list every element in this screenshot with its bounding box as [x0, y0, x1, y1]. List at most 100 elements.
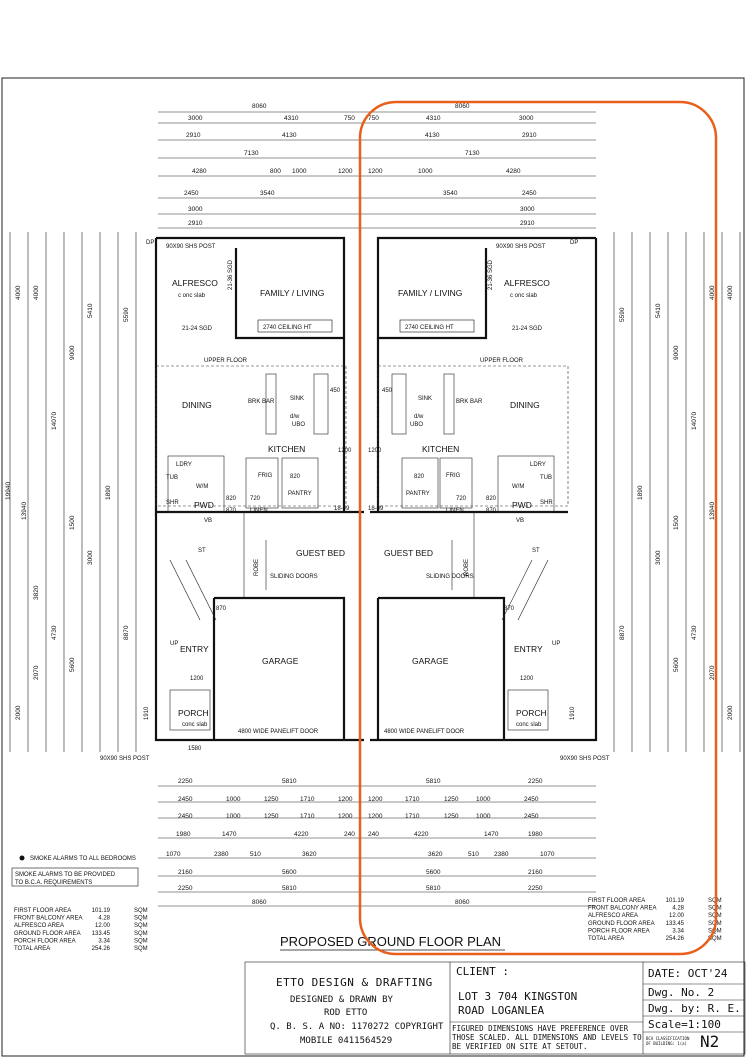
top-dimensions: [158, 111, 596, 229]
dim-label: 1710: [405, 813, 420, 820]
dim-label: 14070: [51, 412, 58, 430]
dim-label: 3540: [443, 190, 458, 197]
dim-label: 2380: [494, 851, 509, 858]
dim-label: 1070: [166, 851, 181, 858]
dim-label: 1200: [338, 448, 352, 454]
dim-label: 820: [226, 496, 237, 502]
dim-label: 4280: [506, 168, 521, 175]
classification-code: N2: [700, 1032, 720, 1051]
client-label: CLIENT :: [456, 965, 509, 978]
area-unit: SQM: [708, 936, 722, 942]
dim-label: 5810: [426, 778, 441, 785]
dim-label: 2250: [528, 778, 543, 785]
sliding-doors-label: SLIDING DOORS: [426, 574, 474, 580]
firm-name: ETTO DESIGN & DRAFTING: [276, 976, 433, 989]
dim-label: 1000: [418, 168, 433, 175]
dwg-by-label: Dwg. by: R. E.: [648, 1002, 741, 1015]
shs-post-label: 90X90 SHS POST: [100, 756, 150, 762]
dim-label: 2450: [184, 190, 199, 197]
dim-label: 5810: [282, 778, 297, 785]
right-unit-labels: ALFRESCO c onc slab 21-24 SGD 21-36 SGD …: [368, 240, 610, 762]
dim-label: 5600: [282, 869, 297, 876]
door-label: 21-36 SGD: [228, 259, 234, 290]
dim-label: 1500: [69, 515, 76, 530]
area-unit: SQM: [134, 908, 148, 914]
dim-label: 4220: [294, 831, 309, 838]
door-label: 21-36 SGD: [488, 259, 494, 290]
dim-label: 1890: [637, 485, 644, 500]
ldry-label: LDRY: [176, 462, 192, 468]
robe-label: ROBE: [254, 559, 260, 576]
stairs-up-label: UP: [170, 641, 178, 647]
dim-label: 1980: [176, 831, 191, 838]
dim-label: 1200: [338, 168, 353, 175]
upper-floor-label: UPPER FLOOR: [204, 358, 248, 364]
scale-label: Scale=1:100: [648, 1018, 721, 1031]
dim-label: 2000: [727, 705, 734, 720]
dim-label: 1200: [190, 676, 204, 682]
ceiling-box: [257, 319, 333, 333]
dim-label: 3000: [87, 550, 94, 565]
title-block: [244, 961, 746, 1055]
area-label: FRONT BALCONY AREA: [588, 906, 656, 912]
tub-label: TUB: [540, 475, 552, 481]
room-label-porch: PORCH: [516, 708, 547, 718]
area-unit: SQM: [134, 916, 148, 922]
dim-label: 2450: [522, 190, 537, 197]
ldry-label: LDRY: [530, 462, 546, 468]
dim-label: 240: [344, 831, 355, 838]
area-unit: SQM: [134, 938, 148, 944]
dim-label: 1000: [226, 813, 241, 820]
dim-label: 1200: [368, 796, 383, 803]
dim-label: 5600: [673, 657, 680, 672]
classification-label: BCA CLASSIFICATION OF BUILDING: 1(a): [646, 1036, 690, 1046]
dim-label: 3000: [655, 550, 662, 565]
area-value: 133.45: [666, 921, 685, 927]
left-vertical-labels: 4000 4000 5410 5590 9000 14070 19940 139…: [5, 285, 130, 720]
ceiling-label: 2740 CEILING HT: [405, 325, 454, 331]
st-label: ST: [532, 548, 540, 554]
dim-label: 8870: [619, 625, 626, 640]
vertical-dimension-lines: [9, 232, 741, 752]
dim-label: 5590: [619, 307, 626, 322]
sink-label: SINK: [290, 396, 304, 402]
dim-label: 2450: [178, 796, 193, 803]
dim-label: 1710: [405, 796, 420, 803]
room-label-kitchen: KITCHEN: [422, 444, 459, 454]
designed-by-label: DESIGNED & DRAWN BY: [290, 995, 393, 1005]
dim-label: 13940: [21, 502, 28, 520]
brk-bar-label: BRK BAR: [456, 399, 483, 405]
area-unit: SQM: [134, 946, 148, 952]
dim-label: 800: [270, 168, 281, 175]
frig-label: FRIG: [446, 473, 461, 479]
dim-label: 1200: [368, 168, 383, 175]
dim-label: 1250: [444, 796, 459, 803]
room-label-alfresco: ALFRESCO: [172, 278, 218, 288]
pantry-label: PANTRY: [406, 491, 430, 497]
room-label-alfresco: ALFRESCO: [504, 278, 550, 288]
area-value: 3.34: [672, 928, 684, 934]
dim-label: 4220: [414, 831, 429, 838]
room-label-guest-bed: GUEST BED: [384, 548, 433, 558]
dim-label: 2160: [528, 869, 543, 876]
designer-name: ROD ETTO: [324, 1008, 368, 1018]
room-label-dining: DINING: [510, 400, 540, 410]
dim-label: 820: [486, 496, 497, 502]
note-bca-line2: TO B.C.A. REQUIREMENTS: [15, 880, 92, 886]
area-unit: SQM: [134, 923, 148, 929]
dim-label: 4310: [284, 115, 299, 122]
dim-label: 19940: [5, 482, 12, 500]
dim-label: 5810: [426, 885, 441, 892]
right-vertical-labels: 5590 5410 9000 14070 4000 4000 13940 887…: [619, 285, 734, 720]
address-line2: ROAD LOGANLEA: [458, 1004, 545, 1017]
license-text: Q. B. S. A NO: 1170272 COPYRIGHT: [270, 1022, 444, 1032]
dim-label: 750: [344, 115, 355, 122]
dim-label: 870: [504, 606, 515, 612]
dim-label: 1200: [338, 813, 353, 820]
dim-label: 7130: [465, 150, 480, 157]
dim-label: 1000: [226, 796, 241, 803]
dim-label: 2450: [178, 813, 193, 820]
area-label: GROUND FLOOR AREA: [588, 921, 655, 927]
dim-label: 1910: [144, 706, 150, 720]
dim-label: 240: [368, 831, 379, 838]
